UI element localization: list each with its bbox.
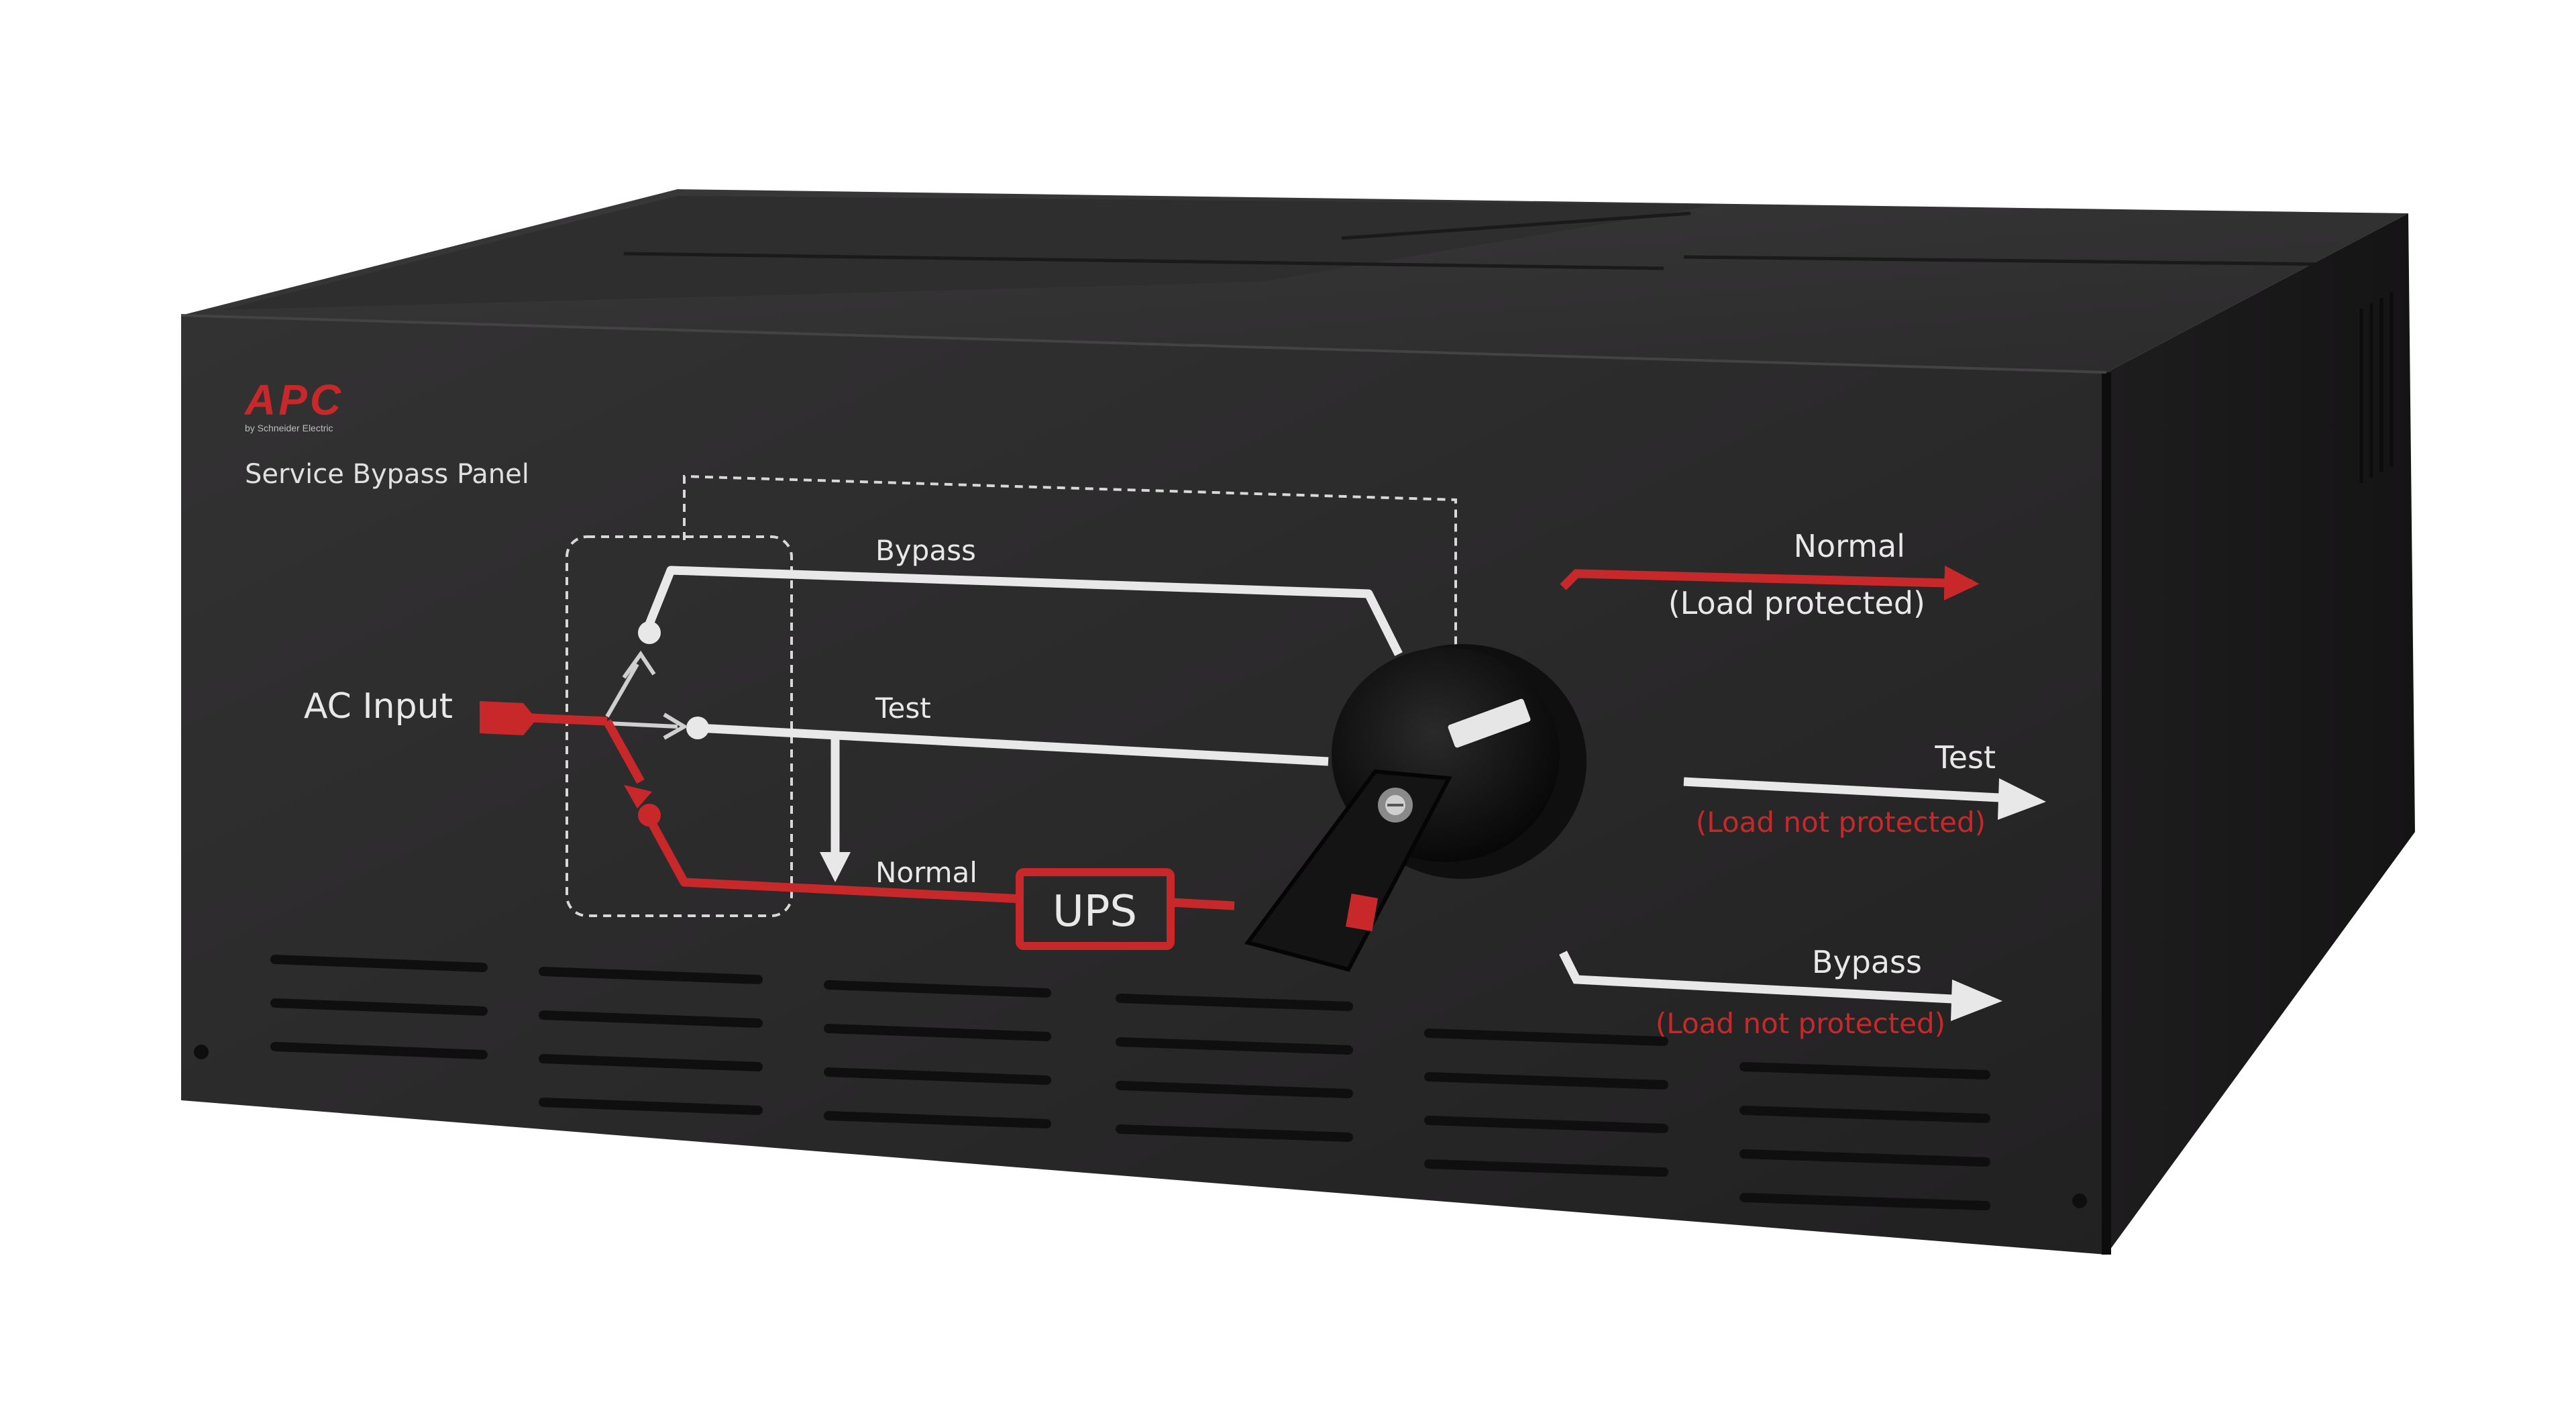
- path-bypass-label: Bypass: [875, 534, 976, 567]
- legend-bypass-label: Bypass: [1812, 944, 1922, 980]
- path-normal-label: Normal: [875, 856, 977, 889]
- dial-indicator: [1448, 698, 1531, 748]
- front-vents: [270, 955, 1990, 1210]
- diagram-white-paths: [645, 566, 1403, 865]
- arrow-down: [820, 852, 851, 882]
- legend-test: Test (Load not protected): [1683, 739, 2046, 839]
- ups-label: UPS: [1053, 887, 1137, 937]
- ups-box: [1016, 868, 1175, 950]
- apc-logo: APC: [244, 376, 343, 424]
- legend-normal: Normal (Load protected): [1560, 528, 1980, 621]
- enclosure-top-panel: [221, 196, 1717, 310]
- legend-test-label: Test: [1934, 739, 1996, 776]
- logo-subtext: by Schneider Electric: [245, 423, 333, 433]
- contact-arrows: [605, 650, 688, 740]
- ac-input-plug: [480, 701, 537, 735]
- path-test-label: Test: [875, 692, 931, 725]
- legend-test-sublabel: (Load not protected): [1696, 806, 1986, 839]
- legend-bypass-sublabel: (Load not protected): [1656, 1007, 1945, 1040]
- node-bypass: [638, 621, 661, 644]
- screw: [194, 1045, 209, 1059]
- enclosure-side: [2106, 213, 2415, 1255]
- rotary-switch[interactable]: [1244, 644, 1587, 972]
- product-name: Service Bypass Panel: [245, 459, 529, 490]
- dashed-outlines: [566, 474, 1457, 917]
- red-arrowhead: [624, 785, 652, 808]
- legend-normal-sublabel: (Load protected): [1668, 585, 1925, 621]
- side-vents: [2359, 293, 2394, 483]
- legend-bypass: Bypass (Load not protected): [1559, 944, 2002, 1040]
- node-test: [686, 717, 709, 739]
- handle-red-tab: [1345, 893, 1379, 932]
- ac-input-label: AC Input: [304, 686, 453, 727]
- legend-normal-label: Normal: [1794, 528, 1905, 564]
- node-normal: [638, 804, 661, 827]
- screw: [2072, 1194, 2087, 1208]
